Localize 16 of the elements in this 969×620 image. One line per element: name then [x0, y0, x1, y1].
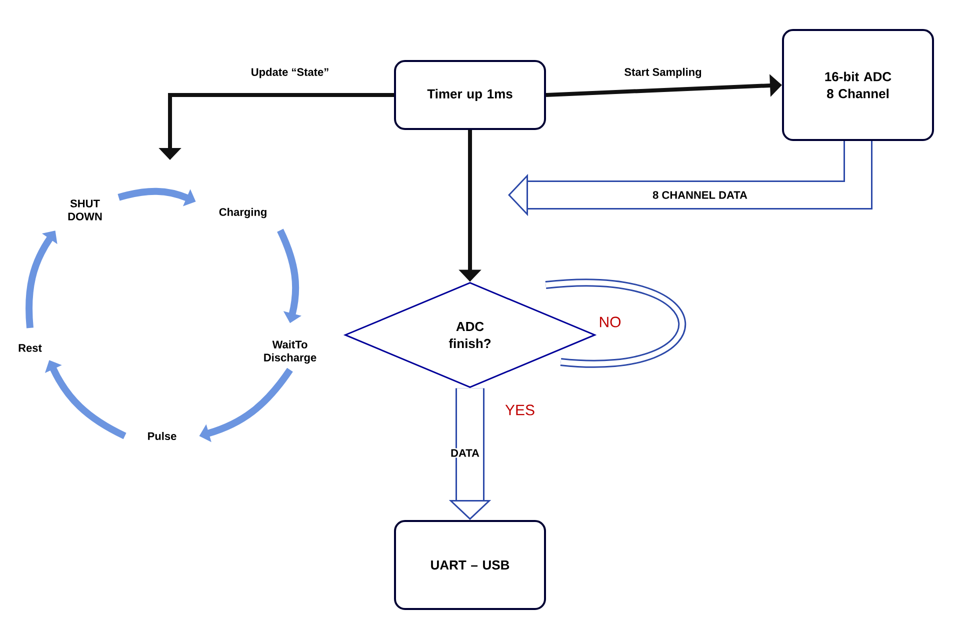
edge-label: NO	[600, 316, 621, 328]
branch-label: YES	[505, 404, 534, 416]
state-label: Charging	[219, 208, 266, 218]
edge-label: DATA	[450, 448, 480, 458]
process-box: Timer up 1ms	[394, 60, 546, 130]
process-box: UART – USB	[394, 520, 546, 610]
arrow	[44, 360, 126, 440]
arrow	[508, 141, 872, 216]
edge-label: Update “State”	[252, 68, 328, 78]
process-box: 16-bit ADC 8 Channel	[782, 29, 934, 141]
edge-label: 8 CHANNEL DATA	[652, 190, 748, 200]
state-label: WaitTo Discharge	[264, 340, 316, 364]
state-label: SHUT DOWN	[68, 200, 102, 220]
edge-label: Start Sampling	[624, 68, 702, 78]
state-label: Pulse	[148, 432, 176, 440]
state-label: Rest	[18, 344, 42, 352]
